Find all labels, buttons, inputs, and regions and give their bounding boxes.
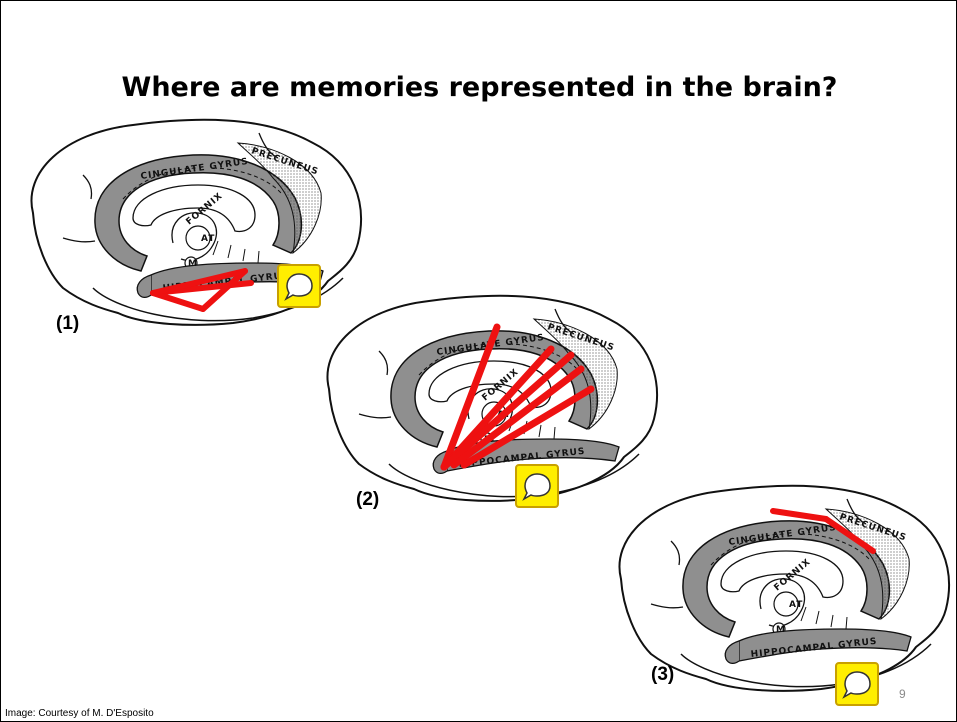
- panel-label-1: (1): [56, 313, 79, 335]
- speech-bubble-icon[interactable]: [834, 661, 880, 707]
- page-number: 9: [899, 687, 906, 701]
- speech-bubble-icon[interactable]: [276, 263, 322, 309]
- region-label-m: M: [188, 259, 198, 269]
- speech-bubble-icon[interactable]: [514, 463, 560, 509]
- slide-title: Where are memories represented in the br…: [1, 72, 957, 103]
- region-label-at: AT: [789, 600, 803, 610]
- image-credit: Image: Courtesy of M. D'Esposito: [5, 708, 154, 719]
- panel-label-3: (3): [651, 664, 674, 686]
- region-label-m: M: [776, 625, 786, 635]
- panel-label-2: (2): [356, 489, 379, 511]
- region-label-at: AT: [201, 234, 215, 244]
